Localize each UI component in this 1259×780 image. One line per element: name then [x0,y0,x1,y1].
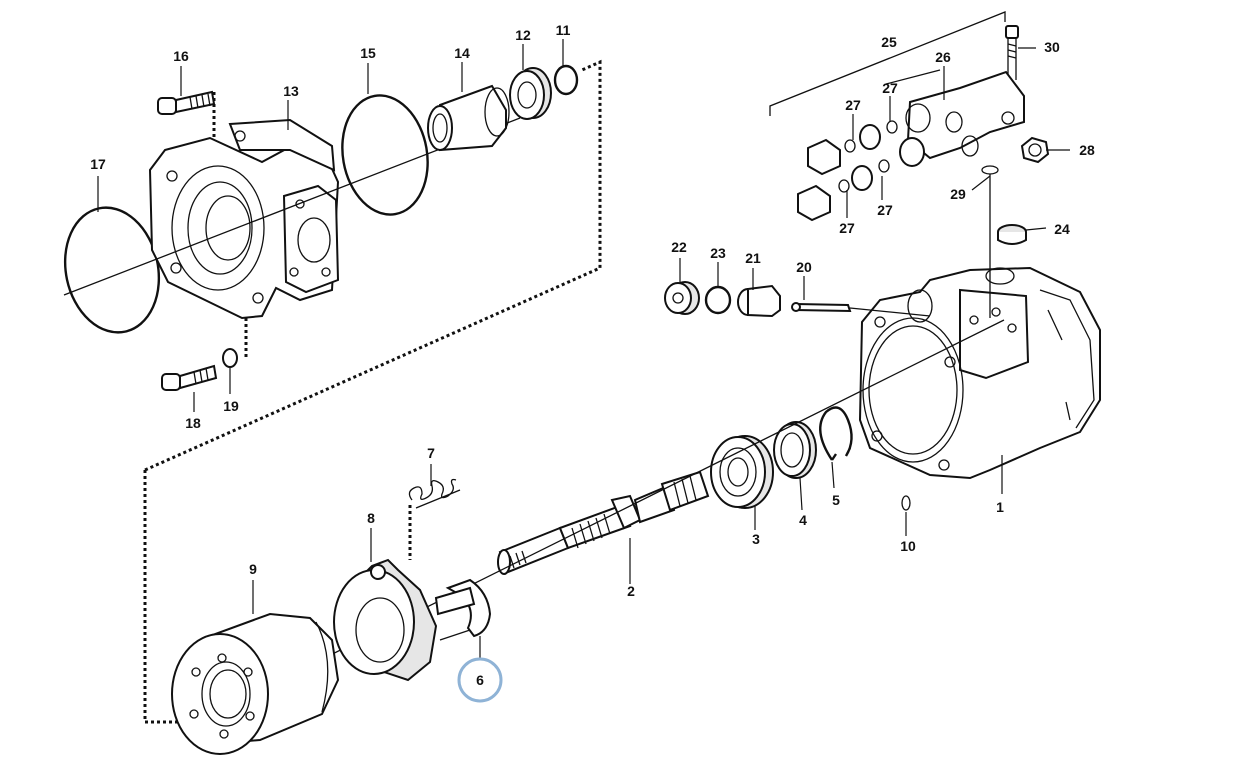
label-part-26: 26 [935,49,951,65]
label-part-5: 5 [832,492,840,508]
label-part-18: 18 [185,415,201,431]
highlight-circle-part-6 [457,657,503,703]
label-part-6: 6 [476,672,484,688]
part-6-retainer [434,578,492,641]
part-2-shaft [497,470,710,575]
label-part-30: 30 [1044,39,1060,55]
label-part-14: 14 [454,45,470,61]
part-19-washer [222,348,238,368]
part-3-ball-bearing [710,435,774,509]
label-part-12: 12 [515,27,531,43]
label-part-17: 17 [90,156,106,172]
part-26-valve-block [905,70,1025,160]
part-25-group-bracket [769,11,1006,116]
label-part-22: 22 [671,239,687,255]
label-part-20: 20 [796,259,812,275]
label-part-27-c: 27 [839,220,855,236]
part-21-plug [737,284,781,318]
label-part-24: 24 [1054,221,1070,237]
label-part-4: 4 [799,512,807,528]
part-18-bolt [161,364,218,391]
part-30-screw [1005,25,1019,80]
part-23-oring [704,285,732,315]
assembly-dashed-outline [143,59,602,724]
label-part-28: 28 [1079,142,1095,158]
part-labels: 1 2 3 4 5 6 7 8 9 10 11 12 13 14 15 16 1… [90,22,1095,688]
part-14-needle-bearing [427,84,510,152]
label-part-9: 9 [249,561,257,577]
leader-lines [97,39,1070,660]
part-28-nut [1020,136,1050,164]
label-part-3: 3 [752,531,760,547]
part-15-oring [341,94,429,216]
label-part-21: 21 [745,250,761,266]
part-29-oring [981,165,999,175]
label-part-11: 11 [556,22,571,38]
label-part-27-d: 27 [877,202,893,218]
part-13-flange-housing [148,118,340,320]
part-9-cylinder-block [171,612,340,755]
label-part-27-a: 27 [845,97,861,113]
part-27-fittings [797,120,925,222]
label-part-16: 16 [173,48,189,64]
part-16-bolt [157,90,216,115]
part-4-seal [773,421,817,479]
part-1-pump-housing [858,266,1101,480]
axis-line-pin [849,307,931,317]
label-part-13: 13 [283,83,299,99]
part-20-pin [791,302,852,313]
part-22-cap [664,281,700,315]
label-part-10: 10 [900,538,916,554]
label-part-7: 7 [427,445,435,461]
part-5-snap-ring [819,406,853,461]
label-part-2: 2 [627,583,635,599]
label-part-8: 8 [367,510,375,526]
label-part-19: 19 [223,398,239,414]
label-part-27-b: 27 [882,80,898,96]
label-part-25: 25 [881,34,897,50]
label-part-15: 15 [360,45,376,61]
label-part-1: 1 [996,499,1004,515]
label-part-29: 29 [950,186,966,202]
label-part-23: 23 [710,245,726,261]
part-8-swash-plate [333,558,438,682]
part-7-spring [408,478,461,509]
part-12-ball-bearing [509,67,552,120]
part-10-oring [901,495,911,511]
part-11-ring [553,64,579,96]
part-24-plug [997,224,1027,245]
